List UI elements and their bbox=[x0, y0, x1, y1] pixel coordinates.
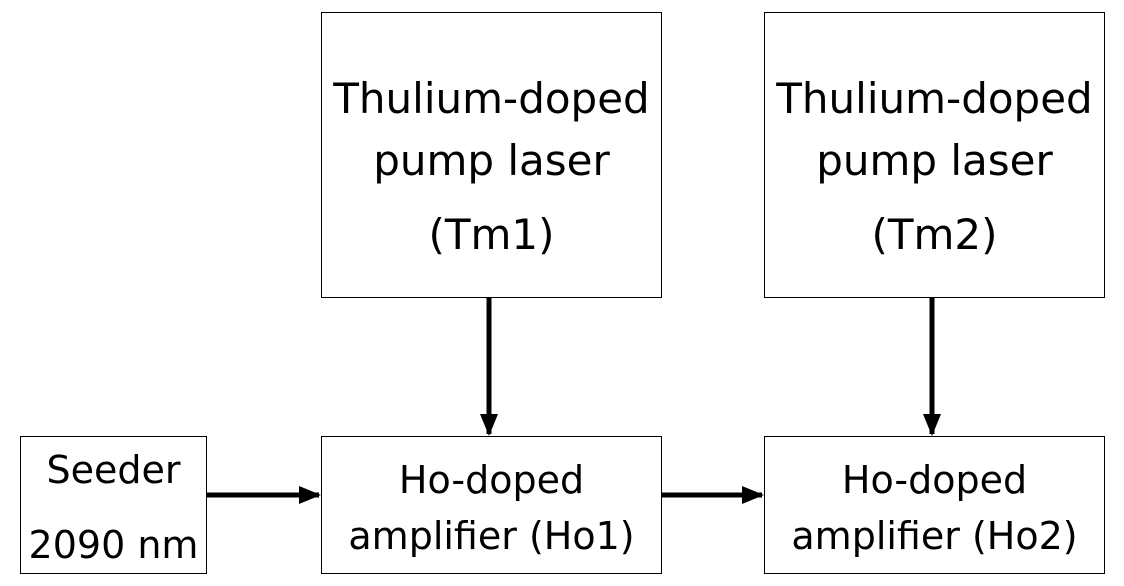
pump-tm1-line1: Thulium-doped bbox=[333, 74, 650, 123]
ho-doped-amplifier-ho1-box: Ho-doped amplifier (Ho1) bbox=[321, 436, 662, 574]
pump-tm1-label: (Tm1) bbox=[428, 210, 555, 259]
thulium-pump-laser-tm1-box: Thulium-doped pump laser (Tm1) bbox=[321, 12, 662, 298]
thulium-pump-laser-tm2-box: Thulium-doped pump laser (Tm2) bbox=[764, 12, 1105, 298]
seeder-title: Seeder bbox=[46, 448, 181, 492]
pump-tm2-label: (Tm2) bbox=[871, 210, 998, 259]
amp-ho2-line2: amplifier (Ho2) bbox=[791, 514, 1078, 558]
amp-ho2-line1: Ho-doped bbox=[841, 458, 1028, 502]
pump-tm1-line2: pump laser bbox=[373, 136, 610, 185]
seeder-box: Seeder 2090 nm bbox=[20, 436, 207, 574]
seeder-wavelength: 2090 nm bbox=[28, 523, 199, 567]
pump-tm2-line1: Thulium-doped bbox=[776, 74, 1093, 123]
ho-doped-amplifier-ho2-box: Ho-doped amplifier (Ho2) bbox=[764, 436, 1105, 574]
amp-ho1-line1: Ho-doped bbox=[398, 458, 585, 502]
pump-tm2-line2: pump laser bbox=[816, 136, 1053, 185]
amp-ho1-line2: amplifier (Ho1) bbox=[348, 514, 635, 558]
